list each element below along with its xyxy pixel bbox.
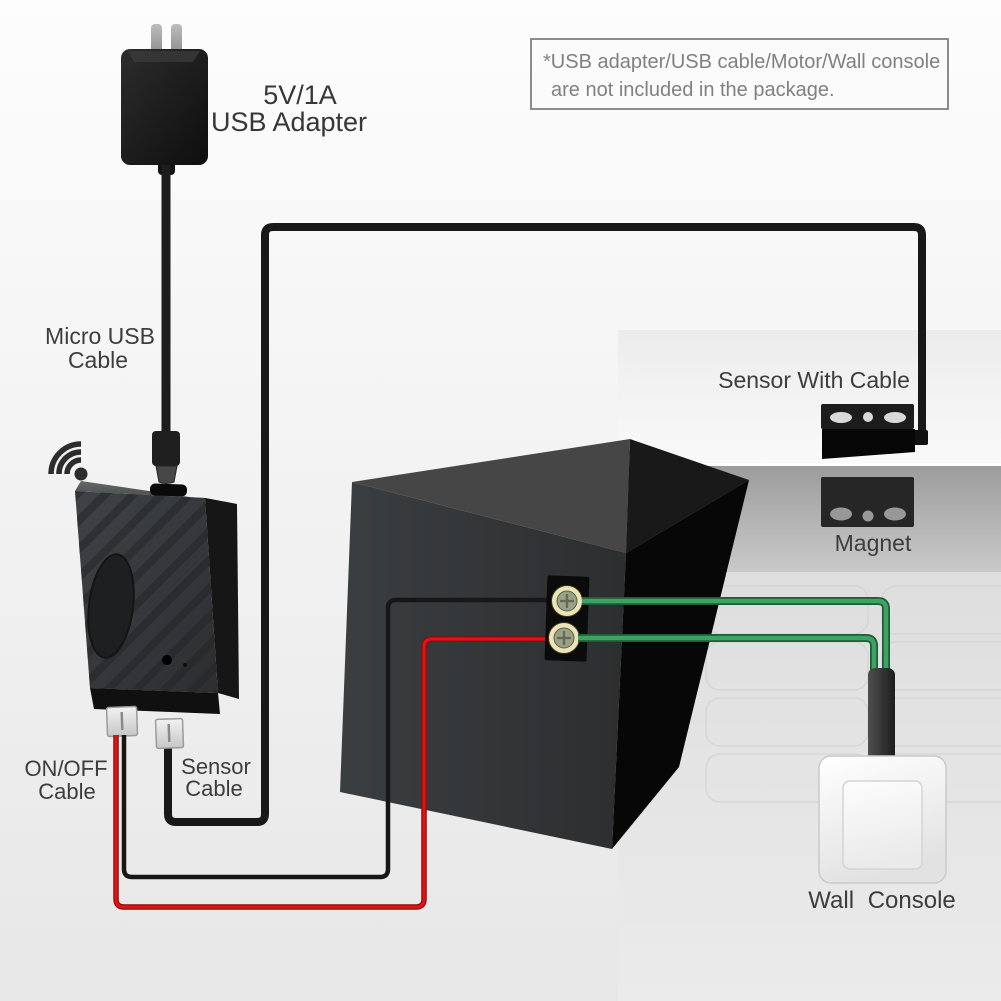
magnet-hole-right [884, 507, 906, 521]
wall-console-button [842, 780, 923, 870]
micro-usb-label-line2: Cable [68, 347, 128, 373]
device-button [162, 655, 172, 665]
usb-adapter [121, 24, 208, 175]
motor-box [340, 439, 749, 849]
onoff-cable-black-wire [121, 597, 552, 880]
wifi-switch-device [75, 481, 239, 714]
door-frame-band [618, 330, 1001, 466]
door-edge-highlight [618, 463, 1001, 466]
magnet-bracket [821, 477, 914, 527]
sensor-cable-label-line2: Cable [185, 776, 242, 801]
adapter-prong-left [151, 24, 162, 56]
device-led-dot [183, 663, 187, 667]
micro-usb-plug-body [152, 431, 180, 466]
wall-console [818, 755, 947, 884]
motor-top-right-face [626, 439, 749, 553]
onoff-cable-red-wire [114, 637, 553, 909]
device-usb-port [149, 483, 188, 497]
sensor-cable-connector [154, 717, 185, 750]
note-box: *USB adapter/USB cable/Motor/Wall consol… [530, 38, 949, 110]
screw-terminal-2 [548, 622, 580, 654]
green-wire-lower [578, 634, 878, 692]
door-sensor-bracket [821, 404, 928, 459]
micro-usb-cable [152, 165, 180, 484]
adapter-prong-right [171, 24, 182, 56]
green-wire-upper [582, 597, 890, 692]
device-side-face [205, 498, 239, 699]
onoff-label-line1: ON/OFF [24, 756, 107, 781]
adapter-name-label: USB Adapter [211, 107, 367, 137]
motor-side-face [612, 480, 749, 849]
adapter-top-bevel [128, 51, 200, 62]
sensor-with-cable-label: Sensor With Cable [718, 367, 910, 393]
magnet-hole-center [862, 510, 874, 522]
wifi-icon [48, 441, 88, 481]
magnet-label: Magnet [835, 530, 912, 556]
sensor-cable-label-line1: Sensor [181, 754, 251, 779]
sensor-body [822, 429, 915, 459]
motor-top-left-face [352, 439, 630, 553]
note-line-2: are not included in the package. [551, 79, 835, 101]
adapter-body [121, 49, 208, 165]
sensor-hole-center [863, 412, 873, 422]
onoff-cable-connector [105, 705, 139, 738]
device-oval-recess [87, 553, 135, 659]
motor-front-face [340, 482, 626, 849]
note-line-1: *USB adapter/USB cable/Motor/Wall consol… [543, 51, 940, 73]
screw-terminal-1 [551, 585, 583, 617]
note-box-border [530, 38, 949, 110]
micro-usb-plug-tip [155, 465, 178, 484]
micro-usb-label-line1: Micro USB [45, 323, 155, 349]
wall-console-label: Wall Console [808, 887, 956, 914]
sensor-cable-wire [164, 223, 926, 826]
magnet-hole-left [830, 507, 852, 521]
onoff-label-line2: Cable [38, 779, 95, 804]
adapter-rating-label: 5V/1A [263, 80, 337, 110]
sensor-hole-left [830, 412, 852, 423]
sensor-hole-right [884, 412, 906, 423]
wall-console-cable [868, 668, 895, 766]
